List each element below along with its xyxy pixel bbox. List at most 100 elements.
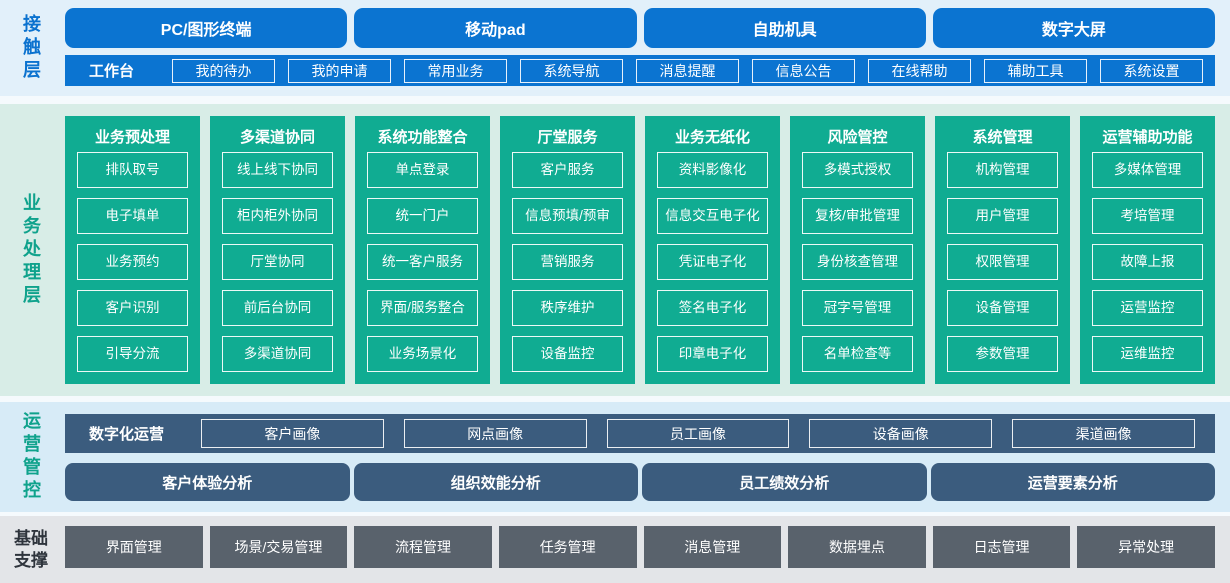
business-item: 线上线下协同	[222, 152, 333, 188]
business-item: 印章电子化	[657, 336, 768, 372]
workbench-item: 系统导航	[520, 58, 623, 83]
business-item: 设备管理	[947, 290, 1058, 326]
business-item: 多渠道协同	[222, 336, 333, 372]
foundation-tile: 任务管理	[498, 526, 637, 568]
business-column-ops-aux: 运营辅助功能 多媒体管理 考培管理 故障上报 运营监控 运维监控	[1080, 116, 1215, 384]
foundation-tile: 场景/交易管理	[209, 526, 348, 568]
layer-label-operations: 运营管控	[21, 411, 41, 503]
column-title: 系统功能整合	[377, 129, 468, 146]
analyses-row: 客户体验分析 组织效能分析 员工绩效分析 运营要素分析	[65, 463, 1215, 501]
business-item: 故障上报	[1092, 244, 1203, 280]
business-item: 名单检查等	[802, 336, 913, 372]
business-item: 单点登录	[367, 152, 478, 188]
layer-operations: 运营管控 数字化运营 客户画像 网点画像 员工画像 设备画像 渠道画像 客户体验…	[0, 402, 1230, 512]
profile-item: 网点画像	[403, 419, 587, 448]
foundation-tile: 日志管理	[932, 526, 1071, 568]
workbench-item: 在线帮助	[868, 58, 971, 83]
workbench-item: 我的待办	[172, 58, 275, 83]
column-title: 厅堂服务	[537, 129, 598, 146]
workbench-bar: 工作台 我的待办 我的申请 常用业务 系统导航 消息提醒 信息公告 在线帮助 辅…	[65, 55, 1215, 86]
business-item: 营销服务	[512, 244, 623, 280]
layer-foundation: 基础支撑 界面管理 场景/交易管理 流程管理 任务管理 消息管理 数据埋点 日志…	[0, 516, 1230, 583]
foundation-tile: 流程管理	[354, 526, 492, 568]
business-item: 统一门户	[367, 198, 478, 234]
business-item: 用户管理	[947, 198, 1058, 234]
business-column-preprocess: 业务预处理 排队取号 电子填单 业务预约 客户识别 引导分流	[65, 116, 200, 384]
column-title: 业务无纸化	[674, 129, 750, 146]
workbench-item: 辅助工具	[984, 58, 1087, 83]
business-item: 复核/审批管理	[802, 198, 913, 234]
business-item: 引导分流	[77, 336, 188, 372]
business-column-sysadmin: 系统管理 机构管理 用户管理 权限管理 设备管理 参数管理	[935, 116, 1070, 384]
terminal-row: PC/图形终端 移动pad 自助机具 数字大屏	[65, 8, 1215, 48]
foundation-row: 界面管理 场景/交易管理 流程管理 任务管理 消息管理 数据埋点 日志管理 异常…	[65, 526, 1215, 568]
terminal-tile-selfservice: 自助机具	[643, 8, 926, 48]
business-item: 设备监控	[512, 336, 623, 372]
terminal-tile-pad: 移动pad	[354, 8, 637, 48]
terminal-tile-bigscreen: 数字大屏	[932, 8, 1215, 48]
workbench-item: 消息提醒	[636, 58, 739, 83]
business-item: 参数管理	[947, 336, 1058, 372]
business-columns: 业务预处理 排队取号 电子填单 业务预约 客户识别 引导分流 多渠道协同 线上线…	[65, 116, 1215, 384]
column-title: 系统管理	[972, 129, 1033, 146]
business-column-multichannel: 多渠道协同 线上线下协同 柜内柜外协同 厅堂协同 前后台协同 多渠道协同	[210, 116, 345, 384]
business-item: 信息交互电子化	[657, 198, 768, 234]
layer-label-foundation: 基础支撑	[14, 529, 48, 570]
business-item: 柜内柜外协同	[222, 198, 333, 234]
workbench-label: 工作台	[89, 63, 135, 80]
business-item: 机构管理	[947, 152, 1058, 188]
business-item: 冠字号管理	[802, 290, 913, 326]
profile-item: 渠道画像	[1012, 419, 1195, 448]
foundation-tile: 界面管理	[65, 526, 203, 568]
business-item: 客户识别	[77, 290, 188, 326]
workbench-item: 信息公告	[752, 58, 855, 83]
business-column-hall-service: 厅堂服务 客户服务 信息预填/预审 营销服务 秩序维护 设备监控	[500, 116, 635, 384]
foundation-tile: 异常处理	[1077, 526, 1215, 568]
business-item: 运维监控	[1092, 336, 1203, 372]
business-item: 客户服务	[512, 152, 623, 188]
business-item: 多模式授权	[802, 152, 913, 188]
analysis-tile: 组织效能分析	[353, 463, 638, 501]
business-item: 业务场景化	[367, 336, 478, 372]
business-item: 厅堂协同	[222, 244, 333, 280]
business-item: 考培管理	[1092, 198, 1203, 234]
layer-business: 业务处理层 业务预处理 排队取号 电子填单 业务预约 客户识别 引导分流 多渠道…	[0, 104, 1230, 396]
workbench-item: 常用业务	[404, 58, 507, 83]
profile-item: 客户画像	[201, 419, 384, 448]
business-item: 排队取号	[77, 152, 188, 188]
workbench-item: 系统设置	[1100, 58, 1203, 83]
business-item: 资料影像化	[657, 152, 768, 188]
business-item: 秩序维护	[512, 290, 623, 326]
layer-label-business: 业务处理层	[21, 192, 41, 308]
layer-contact: 接触层 PC/图形终端 移动pad 自助机具 数字大屏 工作台 我的待办 我的申…	[0, 0, 1230, 96]
business-item: 权限管理	[947, 244, 1058, 280]
business-column-paperless: 业务无纸化 资料影像化 信息交互电子化 凭证电子化 签名电子化 印章电子化	[645, 116, 780, 384]
analysis-tile: 运营要素分析	[930, 463, 1215, 501]
business-item: 统一客户服务	[367, 244, 478, 280]
analysis-tile: 员工绩效分析	[642, 463, 927, 501]
profile-item: 员工画像	[606, 419, 790, 448]
foundation-tile: 消息管理	[643, 526, 782, 568]
column-title: 运营辅助功能	[1102, 129, 1193, 146]
terminal-tile-pc: PC/图形终端	[65, 8, 348, 48]
business-item: 签名电子化	[657, 290, 768, 326]
analysis-tile: 客户体验分析	[65, 463, 350, 501]
business-item: 电子填单	[77, 198, 188, 234]
business-item: 前后台协同	[222, 290, 333, 326]
column-title: 多渠道协同	[239, 129, 315, 146]
business-item: 多媒体管理	[1092, 152, 1203, 188]
business-item: 身份核查管理	[802, 244, 913, 280]
business-column-risk: 风险管控 多模式授权 复核/审批管理 身份核查管理 冠字号管理 名单检查等	[790, 116, 925, 384]
column-title: 业务预处理	[94, 129, 170, 146]
column-title: 风险管控	[827, 129, 888, 146]
business-column-integration: 系统功能整合 单点登录 统一门户 统一客户服务 界面/服务整合 业务场景化	[355, 116, 490, 384]
business-item: 业务预约	[77, 244, 188, 280]
business-item: 界面/服务整合	[367, 290, 478, 326]
digital-operations-label: 数字化运营	[89, 426, 165, 443]
workbench-item: 我的申请	[288, 58, 391, 83]
business-item: 运营监控	[1092, 290, 1203, 326]
profile-item: 设备画像	[809, 419, 993, 448]
business-item: 信息预填/预审	[512, 198, 623, 234]
layer-label-contact: 接触层	[21, 13, 41, 83]
